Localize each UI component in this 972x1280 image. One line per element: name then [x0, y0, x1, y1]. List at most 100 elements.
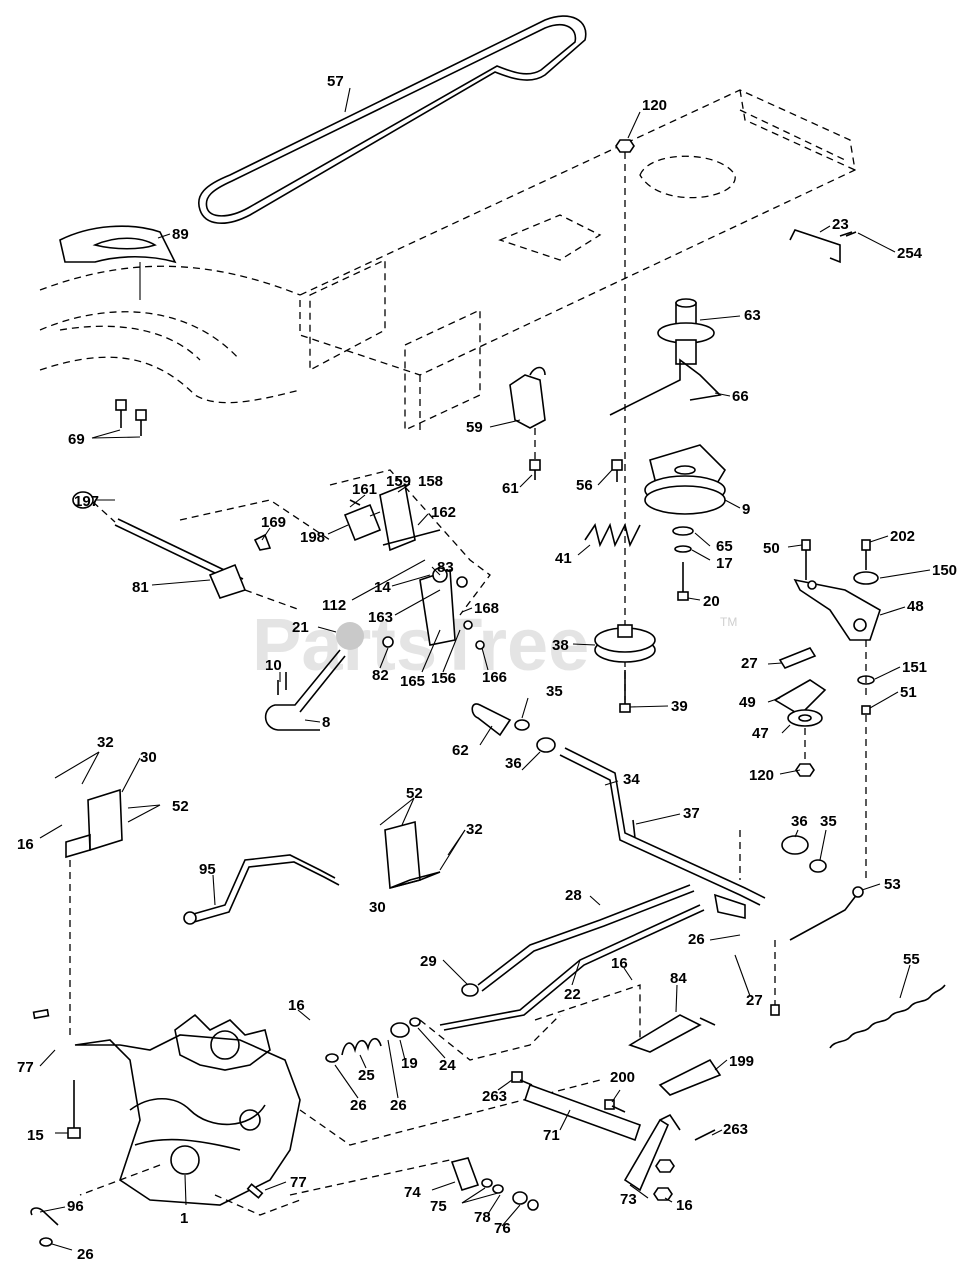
callout-61: 61	[502, 480, 519, 497]
callout-81: 81	[132, 579, 149, 596]
callout-73: 73	[620, 1191, 637, 1208]
callout-16-transaxle: 16	[288, 997, 305, 1014]
fender-cap	[59, 225, 177, 300]
callout-26-mid: 26	[688, 931, 705, 948]
key-77-left	[32, 1008, 50, 1020]
callout-69: 69	[68, 431, 85, 448]
axis-pulley	[615, 139, 635, 700]
callout-26-spring-b: 26	[390, 1097, 407, 1114]
callout-82: 82	[372, 667, 389, 684]
callout-199: 199	[729, 1053, 754, 1070]
callout-84: 84	[670, 970, 687, 987]
callout-151: 151	[902, 659, 927, 676]
pin-96	[30, 1207, 59, 1226]
callout-169: 169	[261, 514, 286, 531]
callout-14: 14	[374, 579, 391, 596]
spring-25	[325, 1037, 382, 1063]
bolt-27-top	[778, 647, 817, 669]
linkage-bracket	[179, 469, 491, 650]
callout-49: 49	[739, 694, 756, 711]
chassis-frame	[299, 89, 856, 432]
link-dashed	[419, 1014, 561, 1061]
spring-55	[829, 984, 946, 1049]
callout-34: 34	[623, 771, 640, 788]
callout-168: 168	[474, 600, 499, 617]
callout-95: 95	[199, 861, 216, 878]
callout-75: 75	[430, 1198, 447, 1215]
washer-24	[409, 1017, 421, 1027]
washer-65	[672, 526, 694, 536]
key-77-right	[246, 1183, 264, 1199]
callout-89: 89	[172, 226, 189, 243]
watermark-text: PartsTree	[252, 603, 589, 686]
callout-83: 83	[437, 559, 454, 576]
callout-22: 22	[564, 986, 581, 1003]
callout-202: 202	[890, 528, 915, 545]
bracket-30-left	[65, 788, 123, 1040]
rod-95	[183, 854, 340, 925]
wire-66	[609, 358, 722, 416]
bracket-30-mid	[384, 820, 441, 890]
knob-21	[336, 622, 364, 650]
leader-lines	[39, 87, 931, 1251]
callout-21: 21	[292, 619, 309, 636]
callout-62: 62	[452, 742, 469, 759]
rod-53	[739, 830, 864, 1016]
spacer-35	[809, 859, 827, 873]
clutch-9	[644, 444, 727, 515]
callout-112: 112	[322, 597, 346, 614]
callout-78: 78	[474, 1209, 491, 1226]
bracket-49	[773, 679, 827, 777]
callout-66: 66	[732, 388, 749, 405]
callout-16-mid: 16	[611, 955, 628, 972]
callout-63: 63	[744, 307, 761, 324]
link-dashed-lower	[299, 1079, 601, 1146]
callout-166: 166	[482, 669, 507, 686]
callout-55: 55	[903, 951, 920, 968]
callout-36-right: 36	[791, 813, 808, 830]
callout-15: 15	[27, 1127, 44, 1144]
callout-76: 76	[494, 1220, 511, 1237]
callout-27-top: 27	[741, 655, 758, 672]
bracket-73	[604, 1099, 716, 1201]
callout-200: 200	[610, 1069, 635, 1086]
washer-26-bottom	[39, 1237, 53, 1247]
callout-35-right: 35	[820, 813, 837, 830]
bushing-19	[390, 1022, 410, 1038]
callout-77-right: 77	[290, 1174, 307, 1191]
callout-8: 8	[322, 714, 330, 731]
callout-37: 37	[683, 805, 700, 822]
callout-27-bottom: 27	[746, 992, 763, 1009]
callout-59: 59	[466, 419, 483, 436]
callout-56: 56	[576, 477, 593, 494]
spring-41	[584, 522, 641, 548]
callout-labels: 57 120 89 23 254 63 66 69 59 61 56 9 197…	[17, 73, 957, 1263]
callout-38: 38	[552, 637, 569, 654]
bolt-15	[67, 1080, 81, 1139]
callout-1: 1	[180, 1210, 188, 1227]
rod-28	[461, 884, 695, 997]
callout-16-bottom: 16	[676, 1197, 693, 1214]
link-84	[534, 984, 722, 1096]
callout-254: 254	[897, 245, 923, 262]
nut-51	[861, 705, 871, 715]
callout-20: 20	[703, 593, 720, 610]
callout-77-left: 77	[17, 1059, 34, 1076]
pulley-63	[657, 298, 715, 365]
callout-161: 161	[352, 481, 377, 498]
callout-197: 197	[74, 493, 99, 510]
callout-50: 50	[763, 540, 780, 557]
callout-10: 10	[265, 657, 282, 674]
callout-32-mid: 32	[466, 821, 483, 838]
callout-263-left: 263	[482, 1088, 507, 1105]
callout-96: 96	[67, 1198, 84, 1215]
callout-198: 198	[300, 529, 325, 546]
callout-36-top: 36	[505, 755, 522, 772]
callout-39: 39	[671, 698, 688, 715]
callout-120-top: 120	[642, 97, 667, 114]
callout-120-bottom: 120	[749, 767, 774, 784]
callout-19: 19	[401, 1055, 418, 1072]
callout-159: 159	[386, 473, 411, 490]
